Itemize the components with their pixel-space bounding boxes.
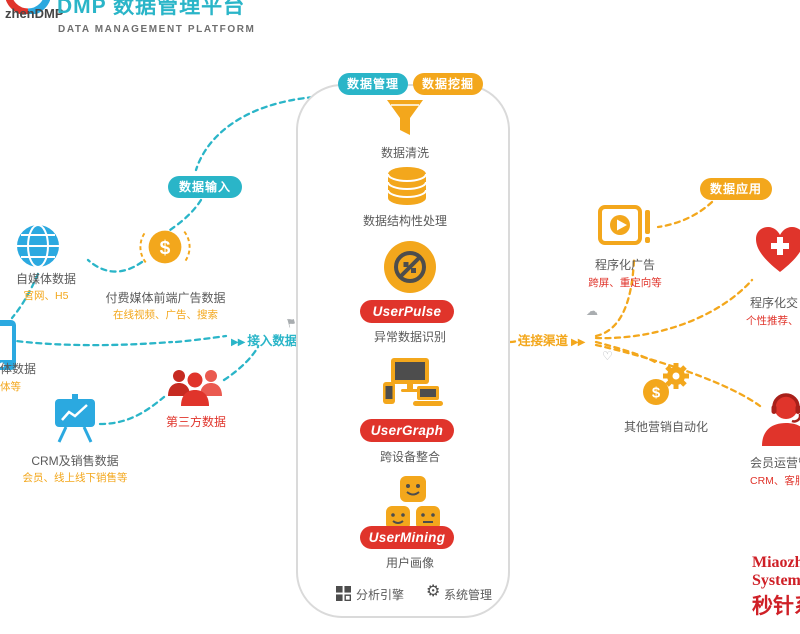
brand-line1: Miaozhen bbox=[752, 554, 800, 571]
source-sub: 体等 bbox=[0, 381, 21, 393]
step-label: 数据结构性处理 bbox=[362, 214, 447, 228]
app-sub: 跨屏、重定向等 bbox=[588, 277, 662, 289]
app-label: 会员运营管 bbox=[750, 456, 800, 470]
connect-out-label: 连接渠道▶▶ bbox=[518, 330, 587, 349]
doodle-heart-icon: ♡ bbox=[602, 349, 613, 363]
brand-line3: 秒针系 bbox=[752, 595, 800, 618]
step-label: 异常数据识别 bbox=[373, 330, 446, 344]
connect-in-text: 接入数据 bbox=[247, 334, 298, 348]
brand-mark-icon bbox=[5, 0, 51, 19]
database-icon bbox=[384, 166, 430, 213]
presentation-chart-icon bbox=[52, 394, 98, 449]
source-label: 第三方数据 bbox=[165, 415, 226, 429]
badge-data-application: 数据应用 bbox=[700, 178, 772, 200]
usermining-pill: UserMining bbox=[360, 526, 454, 549]
app-sub: 个性推荐、 bbox=[746, 315, 799, 327]
step-label: 跨设备整合 bbox=[379, 450, 440, 464]
coin-icon: $ bbox=[138, 220, 192, 279]
source-label: 体数据 bbox=[0, 362, 37, 376]
grid-icon bbox=[336, 586, 352, 606]
app-label: 程序化交 bbox=[750, 296, 799, 310]
dollar-glyph: $ bbox=[160, 238, 171, 259]
badge-data-management: 数据管理 bbox=[338, 73, 408, 95]
connect-in-label: ▶▶接入数据 bbox=[228, 330, 297, 349]
mobile-phone-icon bbox=[0, 316, 22, 381]
connect-out-text: 连接渠道 bbox=[518, 334, 569, 348]
app-label: 程序化广告 bbox=[594, 258, 655, 272]
multi-device-icon bbox=[381, 356, 443, 415]
badge-data-input: 数据输入 bbox=[168, 176, 242, 198]
logo-text: zhenDMP bbox=[5, 6, 64, 21]
no-data-icon bbox=[383, 240, 437, 299]
dollar-glyph: $ bbox=[652, 385, 661, 402]
source-label: 自媒体数据 bbox=[15, 272, 76, 286]
support-agent-icon bbox=[758, 390, 800, 451]
usergraph-pill: UserGraph bbox=[360, 419, 454, 442]
step-label: 用户画像 bbox=[385, 556, 434, 570]
system-management-label: 系统管理 bbox=[444, 588, 493, 602]
source-label: 付费媒体前端广告数据 bbox=[105, 291, 226, 305]
automation-gear-coin-icon: $ bbox=[640, 360, 692, 413]
flow-arrows-icon: ▶▶ bbox=[571, 337, 585, 348]
gear-icon: ⚙ bbox=[426, 583, 441, 600]
source-sub: 在线视频、广告、搜索 bbox=[113, 309, 218, 321]
page-subtitle: DATA MANAGEMENT PLATFORM bbox=[58, 24, 256, 35]
app-label: 其他营销自动化 bbox=[623, 420, 708, 434]
flow-arrows-icon: ▶▶ bbox=[231, 337, 245, 348]
user-faces-icon bbox=[386, 476, 444, 537]
app-sub: CRM、客服 bbox=[750, 475, 800, 487]
source-sub: 官网、H5 bbox=[23, 290, 69, 302]
userpulse-pill: UserPulse bbox=[360, 300, 454, 323]
brand-line2: Systems bbox=[752, 572, 800, 589]
page-title: DMP 数据管理平台 bbox=[57, 0, 246, 18]
people-group-icon bbox=[166, 362, 224, 415]
badge-data-mining: 数据挖掘 bbox=[413, 73, 483, 95]
programmatic-ad-icon bbox=[598, 204, 652, 255]
doodle-cloud-icon: ☁ bbox=[586, 304, 598, 318]
step-label: 数据清洗 bbox=[380, 146, 429, 160]
globe-icon bbox=[12, 220, 64, 277]
funnel-icon bbox=[383, 97, 427, 146]
source-sub: 会员、线上线下销售等 bbox=[22, 472, 128, 484]
heart-icon bbox=[754, 226, 800, 279]
source-label: CRM及销售数据 bbox=[31, 454, 119, 468]
analysis-engine-label: 分析引擎 bbox=[356, 588, 405, 602]
